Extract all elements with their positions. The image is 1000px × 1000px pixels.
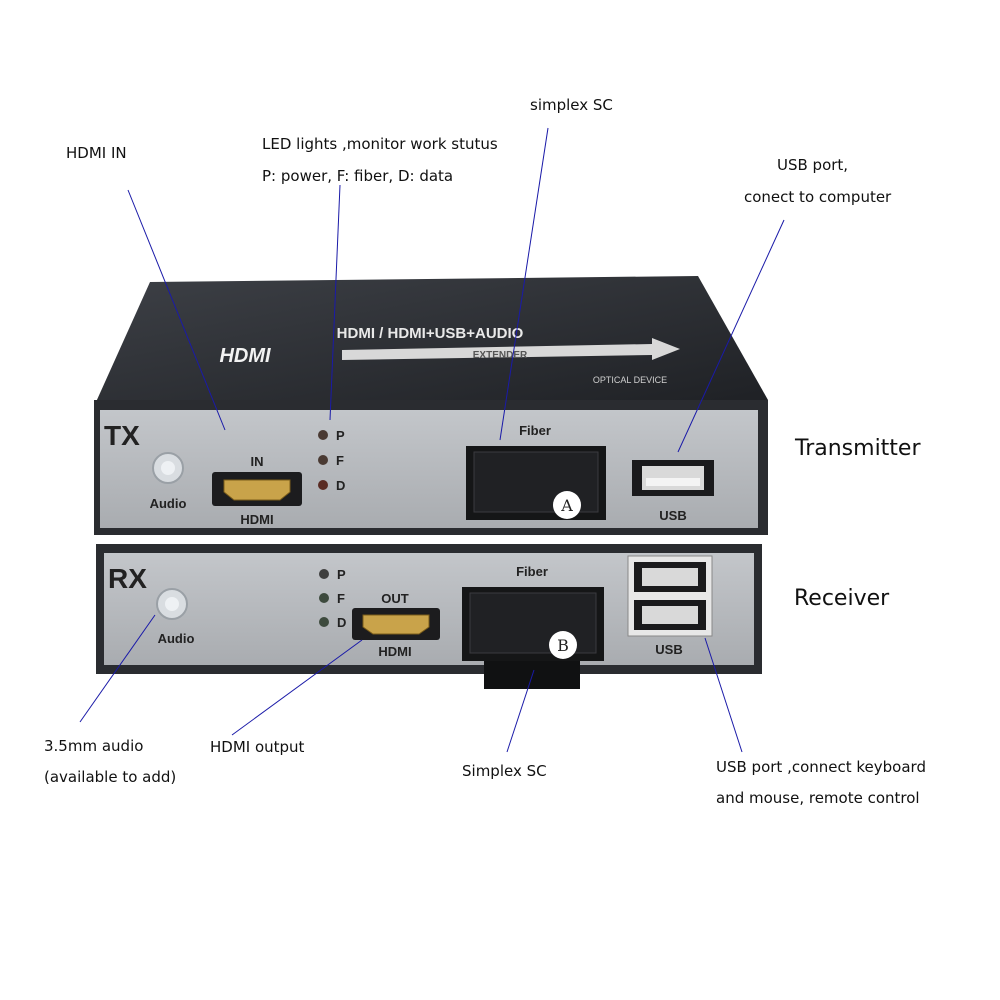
leader-hdmi-in xyxy=(127,189,226,431)
leader-led xyxy=(329,184,341,421)
tx-extender-arrow xyxy=(342,338,680,360)
callout-hdmi-in: HDMI IN xyxy=(66,144,127,162)
rx-hdmi-label: HDMI xyxy=(378,644,411,659)
tx-hdmi-label: HDMI xyxy=(240,512,273,527)
leader-lines xyxy=(79,127,785,753)
callout-simplex-sc-top: simplex SC xyxy=(530,96,613,114)
rx-usb-label: USB xyxy=(655,642,682,657)
rx-led-p xyxy=(319,569,329,579)
callout-usb-tx-line1: USB port, xyxy=(777,156,849,174)
tx-led-f-label: F xyxy=(336,453,344,468)
callout-simplex-sc-bottom: Simplex SC xyxy=(462,762,547,780)
callout-led-line2: P: power, F: fiber, D: data xyxy=(262,167,454,185)
rx-led-f xyxy=(319,593,329,603)
tx-optical-text: OPTICAL DEVICE xyxy=(593,375,667,385)
leader-usb-rx xyxy=(704,637,743,753)
tx-usb-port-tongue xyxy=(646,478,700,486)
tx-usb-label: USB xyxy=(659,508,686,523)
leader-simplex-top xyxy=(499,127,549,441)
label-transmitter: Transmitter xyxy=(795,436,921,461)
rx-fiber-connector-body xyxy=(469,592,597,654)
rx-hdmi-out-label: OUT xyxy=(381,591,409,606)
tx-led-f xyxy=(318,455,328,465)
rx-connector-badge xyxy=(549,631,577,659)
tx-badge: TX xyxy=(104,420,140,451)
rx-unit: RX Audio P F D OUT HDMI Fiber B xyxy=(96,544,762,689)
rx-audio-jack-inner xyxy=(165,597,179,611)
leader-usb-tx xyxy=(677,219,785,453)
rx-audio-label: Audio xyxy=(158,631,195,646)
callout-audio-line2: (available to add) xyxy=(44,768,177,786)
callout-led-line1: LED lights ,monitor work stutus xyxy=(262,135,498,153)
rx-led-f-label: F xyxy=(337,591,345,606)
tx-unit: HDMI / HDMI+USB+AUDIO HDMI EXTENDER OPTI… xyxy=(94,276,768,535)
callout-usb-tx-line2: conect to computer xyxy=(744,188,892,206)
tx-audio-jack-inner xyxy=(161,461,175,475)
callout-hdmi-output: HDMI output xyxy=(210,738,305,756)
tx-fiber-label: Fiber xyxy=(519,423,551,438)
rx-led-d-label: D xyxy=(337,615,346,630)
rx-usb-port-top-inner xyxy=(642,568,698,586)
leader-hdmi-out xyxy=(231,639,363,736)
tx-audio-label: Audio xyxy=(150,496,187,511)
callout-audio-line1: 3.5mm audio xyxy=(44,737,144,755)
tx-top-title: HDMI / HDMI+USB+AUDIO xyxy=(337,325,524,342)
tx-extender-text: EXTENDER xyxy=(473,350,528,361)
tx-led-p-label: P xyxy=(336,428,345,443)
tx-connector-badge xyxy=(553,491,581,519)
tx-led-d-label: D xyxy=(336,478,345,493)
rx-usb-port-bottom-inner xyxy=(642,606,698,624)
rx-connector-letter: B xyxy=(557,636,569,655)
tx-hdmi-port-inner xyxy=(223,479,291,501)
callout-usb-rx-line2: and mouse, remote control xyxy=(716,789,920,807)
tx-led-d xyxy=(318,480,328,490)
tx-hdmi-logo: HDMI xyxy=(219,345,271,367)
leader-simplex-bottom xyxy=(506,669,535,753)
rx-fiber-label: Fiber xyxy=(516,564,548,579)
leader-audio xyxy=(79,614,156,723)
rx-led-p-label: P xyxy=(337,567,346,582)
rx-badge: RX xyxy=(108,563,147,594)
label-receiver: Receiver xyxy=(794,586,890,611)
rx-hdmi-port-inner xyxy=(362,614,430,635)
tx-connector-letter: A xyxy=(560,496,573,515)
tx-led-p xyxy=(318,430,328,440)
tx-hdmi-in-label: IN xyxy=(251,454,264,469)
callout-usb-rx-line1: USB port ,connect keyboard xyxy=(716,758,926,776)
rx-led-d xyxy=(319,617,329,627)
tx-top-face xyxy=(96,276,768,402)
